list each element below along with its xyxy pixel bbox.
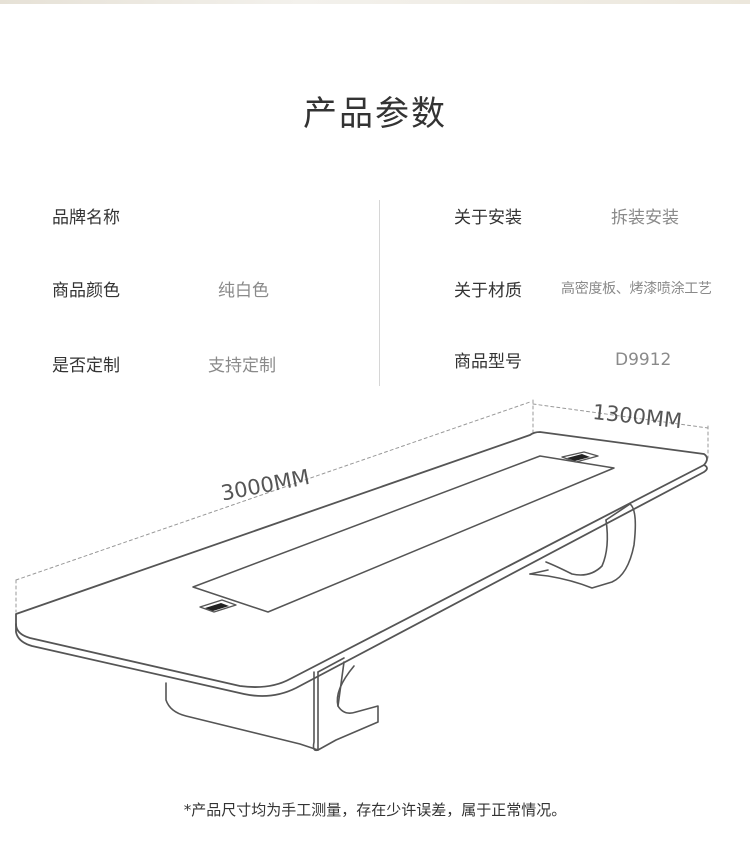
spec-label-color: 商品颜色	[52, 281, 120, 301]
table-leg-right	[529, 503, 637, 589]
spec-label-brand: 品牌名称	[52, 208, 120, 228]
table-leg-left	[165, 657, 379, 752]
spec-label-material: 关于材质	[454, 281, 522, 301]
spec-value-color: 纯白色	[218, 281, 269, 301]
spec-value-material: 高密度板、烤漆喷涂工艺	[561, 281, 712, 297]
cable-port-left	[199, 599, 237, 613]
cable-port-right	[561, 451, 599, 463]
spec-label-model: 商品型号	[454, 352, 522, 372]
page-title: 产品参数	[303, 94, 447, 134]
spec-label-custom: 是否定制	[52, 356, 120, 376]
spec-value-model: D9912	[615, 350, 672, 370]
spec-value-custom: 支持定制	[208, 356, 276, 376]
spec-label-install: 关于安装	[454, 208, 522, 228]
top-accent-rule	[0, 0, 750, 4]
spec-value-install: 拆装安装	[611, 208, 679, 228]
dimension-guides	[15, 399, 709, 613]
cable-tray-panel	[192, 455, 615, 613]
table-top	[15, 431, 708, 697]
measurement-disclaimer: *产品尺寸均为手工测量，存在少许误差，属于正常情况。	[183, 801, 567, 819]
column-divider	[379, 200, 380, 386]
